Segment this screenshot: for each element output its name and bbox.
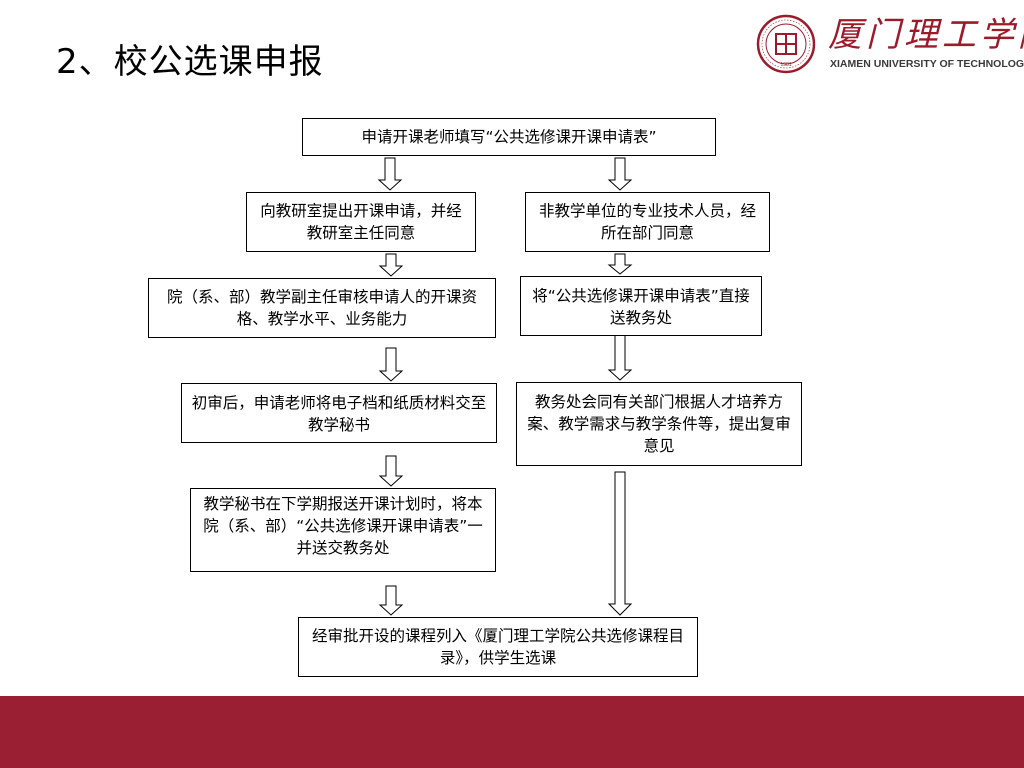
flow-step-course-catalog: 经审批开设的课程列入《厦门理工学院公共选修课程目录》，供学生选课 [298,617,698,677]
logo-english-name: XIAMEN UNIVERSITY OF TECHNOLOGY [830,58,1024,70]
flow-step-submit-to-secretary: 初审后，申请老师将电子档和纸质材料交至教学秘书 [181,383,497,443]
arrow-right3-to-bottom [607,471,633,616]
arrow-right1-to-right2 [607,253,633,275]
flow-step-text: 向教研室提出开课申请，并经教研室主任同意 [260,202,462,242]
arrow-left1-to-left2 [378,253,404,277]
arrow-left4-to-bottom [378,585,404,616]
footer-bar [0,696,1024,768]
flow-step-text: 非教学单位的专业技术人员，经所在部门同意 [538,202,756,242]
flow-step-direct-submit: 将“公共选修课开课申请表”直接送教务处 [520,276,762,336]
arrow-left3-to-left4 [378,455,404,487]
logo-chinese-name: 厦门理工学院 [828,15,1024,55]
flow-step-text: 申请开课老师填写“公共选修课开课申请表” [361,128,657,146]
flow-step-text: 教学秘书在下学期报送开课计划时，将本院（系、部）“公共选修课开课申请表”一并送交… [203,495,483,557]
flow-step-text: 教务处会同有关部门根据人才培养方案、教学需求与教学条件等，提出复审意见 [527,393,791,455]
flow-step-vice-dean-review: 院（系、部）教学副主任审核申请人的开课资格、教学水平、业务能力 [148,278,496,338]
arrow-top-to-left1 [377,157,403,191]
flow-step-text: 将“公共选修课开课申请表”直接送教务处 [532,287,750,327]
flow-step-text: 院（系、部）教学副主任审核申请人的开课资格、教学水平、业务能力 [166,288,477,328]
arrow-left2-to-left3 [378,347,404,382]
flow-step-text: 初审后，申请老师将电子档和纸质材料交至教学秘书 [191,394,487,434]
flow-step-non-teaching-staff: 非教学单位的专业技术人员，经所在部门同意 [525,192,770,252]
arrow-top-to-right1 [607,157,633,191]
slide-title: 2、校公选课申报 [56,42,324,82]
seal-year: 1981 [780,62,791,68]
flow-step-fill-application: 申请开课老师填写“公共选修课开课申请表” [302,118,716,156]
flow-step-secretary-submission: 教学秘书在下学期报送开课计划时，将本院（系、部）“公共选修课开课申请表”一并送交… [190,488,496,572]
university-logo: 1981 厦门理工学院 XIAMEN UNIVERSITY OF TECHNOL… [756,14,1024,76]
flow-step-department-approval: 向教研室提出开课申请，并经教研室主任同意 [246,192,476,252]
arrow-right2-to-right3 [607,329,633,381]
flow-step-academic-affairs-review: 教务处会同有关部门根据人才培养方案、教学需求与教学条件等，提出复审意见 [516,382,802,466]
flow-step-text: 经审批开设的课程列入《厦门理工学院公共选修课程目录》，供学生选课 [311,627,684,667]
university-seal-icon: 1981 [756,14,816,74]
